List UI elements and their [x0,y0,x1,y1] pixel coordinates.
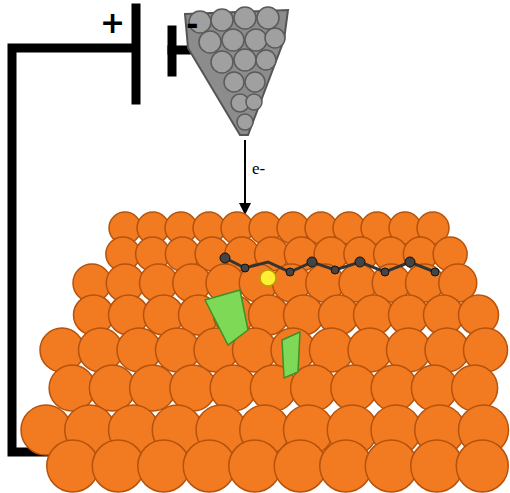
surface-atom [274,440,326,492]
surface-atom [411,365,457,411]
surface-atom [320,440,372,492]
surface-atom [183,440,235,492]
surface-atom [92,440,144,492]
polarity-label: + [100,8,125,38]
surface-atom [229,440,281,492]
surface-atom [365,440,417,492]
stm-tip [185,7,288,135]
electron-label: e- [252,160,265,177]
surface-atom [49,365,95,411]
surface-atom [47,440,99,492]
surface-atom [331,365,377,411]
atom-surface [21,212,509,492]
surface-atom [452,365,498,411]
surface-atom [210,365,256,411]
surface-atom [130,365,176,411]
polarity-label: - [186,10,198,40]
adsorbed-molecule [205,253,439,378]
electron-arrow [239,140,251,215]
surface-atom [89,365,135,411]
surface-atom [170,365,216,411]
surface-atom [456,440,508,492]
surface-atom [411,440,463,492]
surface-atom [371,365,417,411]
surface-atom [138,440,190,492]
